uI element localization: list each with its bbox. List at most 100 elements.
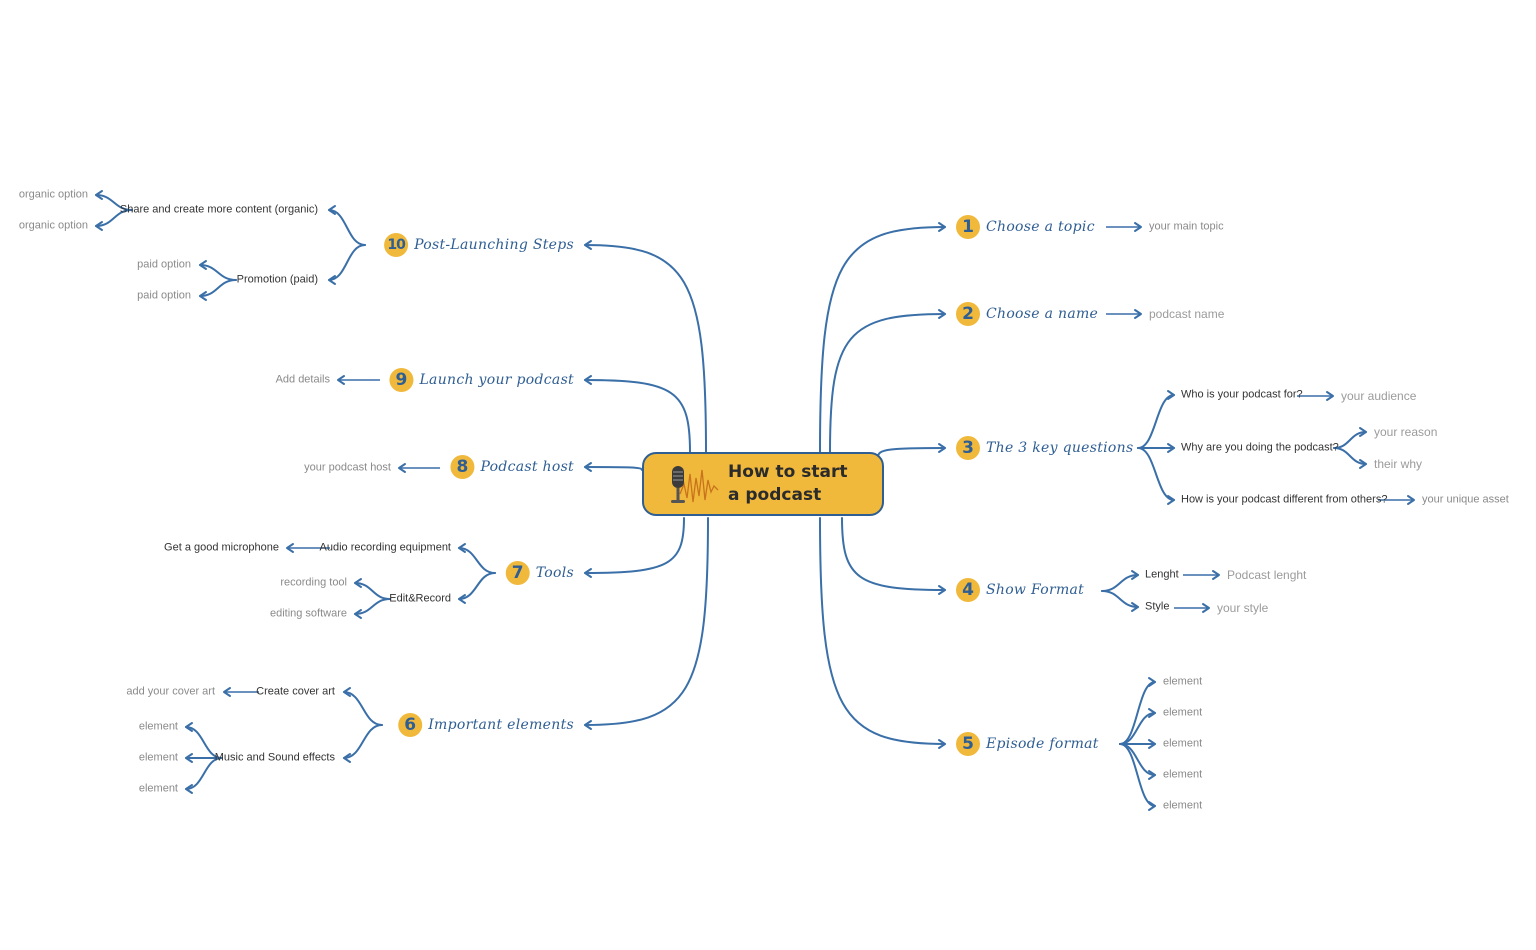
- arrowhead-icon: [199, 260, 207, 270]
- arrowhead-icon: [1167, 495, 1175, 505]
- arrowhead-icon: [1407, 495, 1415, 505]
- arrowhead-icon: [328, 275, 336, 285]
- leaf-paid-option[interactable]: paid option: [137, 289, 191, 302]
- fan-connector-line: [185, 757, 223, 790]
- arrowhead-icon: [1326, 391, 1334, 401]
- leaf-add-details[interactable]: Add details: [275, 373, 330, 386]
- arrowhead-icon: [1148, 677, 1156, 687]
- topic-number-badge: 9: [389, 368, 414, 392]
- arrowhead-icon: [938, 739, 946, 749]
- topic-number-badge: 2: [956, 302, 980, 326]
- leaf-editing-software[interactable]: editing software: [269, 607, 347, 620]
- arrowhead-icon: [1134, 309, 1142, 319]
- leaf-their-why[interactable]: their why: [1374, 457, 1423, 471]
- subtopic-how-is-your-podcast-different[interactable]: How is your podcast different from other…: [1181, 493, 1388, 506]
- topic-label: Episode format: [986, 736, 1099, 752]
- leaf-element[interactable]: element: [138, 782, 178, 795]
- main-branch-line: [841, 517, 946, 591]
- leaf-paid-option[interactable]: paid option: [137, 258, 191, 271]
- main-branch-line: [829, 313, 946, 453]
- leaf-organic-option[interactable]: organic option: [18, 219, 88, 232]
- arrowhead-icon: [1131, 570, 1139, 580]
- arrowhead-icon: [1212, 570, 1220, 580]
- topic-show-format[interactable]: 4 Show Format: [956, 578, 1084, 602]
- fan-connector-line: [343, 691, 383, 726]
- fan-connector-line: [1101, 590, 1139, 608]
- subtopic-edit-and-record[interactable]: Edit&Record: [389, 592, 451, 605]
- main-branch-line: [877, 447, 946, 458]
- arrowhead-icon: [1167, 443, 1175, 453]
- fan-connector-line: [199, 279, 237, 297]
- subtopic-lenght[interactable]: Lenght: [1145, 568, 1179, 581]
- leaf-your-audience[interactable]: your audience: [1341, 389, 1417, 403]
- topic-label: Tools: [535, 565, 574, 581]
- leaf-podcast-name[interactable]: podcast name: [1149, 307, 1225, 321]
- main-branch-line: [584, 466, 643, 471]
- leaf-your-podcast-host[interactable]: your podcast host: [304, 461, 391, 474]
- microphone-soundwave-icon: [671, 466, 719, 503]
- fan-connector-line: [95, 209, 133, 227]
- arrowhead-icon: [1359, 427, 1367, 437]
- arrowhead-icon: [1167, 390, 1175, 400]
- leaf-add-your-cover-art[interactable]: add your cover art: [126, 685, 215, 698]
- topic-launch-your-podcast[interactable]: 9 Launch your podcast: [389, 368, 574, 392]
- leaf-element[interactable]: element: [1163, 737, 1203, 750]
- topic-important-elements[interactable]: 6 Important elements: [398, 713, 574, 737]
- leaf-recording-tool[interactable]: recording tool: [280, 576, 347, 589]
- subtopic-why-are-you-doing-the-podcast[interactable]: Why are you doing the podcast?: [1181, 441, 1339, 454]
- arrowhead-icon: [1359, 459, 1367, 469]
- leaf-your-reason[interactable]: your reason: [1374, 425, 1438, 439]
- leaf-element[interactable]: element: [1163, 799, 1203, 812]
- main-branch-line: [584, 244, 707, 453]
- leaf-element[interactable]: element: [1163, 768, 1203, 781]
- topic-number-badge: 4: [956, 578, 980, 602]
- fan-connector-line: [1137, 394, 1175, 449]
- arrowhead-icon: [584, 720, 592, 730]
- subtopic-promotion-paid[interactable]: Promotion (paid): [236, 273, 318, 286]
- leaf-your-unique-asset[interactable]: your unique asset: [1422, 493, 1509, 506]
- subtopic-share-and-create-more-content[interactable]: Share and create more content (organic): [119, 203, 318, 216]
- leaf-podcast-lenght[interactable]: Podcast lenght: [1227, 568, 1307, 582]
- arrowhead-icon: [584, 568, 592, 578]
- subtopic-music-and-sound-effects[interactable]: Music and Sound effects: [214, 751, 335, 764]
- subtopic-create-cover-art[interactable]: Create cover art: [256, 685, 335, 698]
- arrowhead-icon: [938, 222, 946, 232]
- topic-podcast-host[interactable]: 8 Podcast host: [450, 455, 574, 479]
- topic-3-key-questions[interactable]: 3 The 3 key questions: [956, 436, 1133, 460]
- topic-choose-a-name[interactable]: 2 Choose a name: [956, 302, 1098, 326]
- arrowhead-icon: [223, 687, 231, 697]
- subtopic-style[interactable]: Style: [1145, 600, 1170, 613]
- topic-label: Choose a topic: [986, 219, 1095, 235]
- arrowhead-icon: [337, 375, 345, 385]
- arrowhead-icon: [286, 543, 294, 553]
- topic-post-launching-steps[interactable]: 10 Post-Launching Steps: [384, 233, 574, 257]
- topic-choose-a-topic[interactable]: 1 Choose a topic: [956, 215, 1095, 239]
- topic-tools[interactable]: 7 Tools: [505, 561, 574, 585]
- central-topic[interactable]: How to start a podcast: [642, 452, 884, 516]
- leaf-your-style[interactable]: your style: [1217, 601, 1269, 615]
- main-branch-line: [819, 226, 946, 453]
- arrowhead-icon: [398, 463, 406, 473]
- arrowhead-icon: [584, 462, 592, 472]
- topic-label: Show Format: [986, 582, 1085, 598]
- fan-connector-line: [328, 209, 366, 246]
- arrowhead-icon: [95, 190, 103, 200]
- leaf-element[interactable]: element: [1163, 675, 1203, 688]
- arrowhead-icon: [1148, 801, 1156, 811]
- arrowhead-icon: [185, 753, 193, 763]
- topic-number-badge: 3: [956, 436, 980, 460]
- fan-connector-line: [1137, 447, 1175, 501]
- leaf-organic-option[interactable]: organic option: [18, 188, 88, 201]
- arrowhead-icon: [343, 687, 351, 697]
- leaf-your-main-topic[interactable]: your main topic: [1149, 220, 1224, 233]
- leaf-element[interactable]: element: [138, 720, 178, 733]
- leaf-element[interactable]: element: [1163, 706, 1203, 719]
- topic-label: The 3 key questions: [986, 440, 1134, 456]
- leaf-get-a-good-microphone[interactable]: Get a good microphone: [164, 541, 279, 554]
- leaf-element[interactable]: element: [138, 751, 178, 764]
- subtopic-audio-recording-equipment[interactable]: Audio recording equipment: [319, 541, 451, 554]
- arrowhead-icon: [1131, 602, 1139, 612]
- topic-episode-format[interactable]: 5 Episode format: [956, 732, 1099, 756]
- subtopic-who-is-your-podcast-for[interactable]: Who is your podcast for?: [1181, 388, 1303, 401]
- topic-number-badge: 8: [450, 455, 475, 479]
